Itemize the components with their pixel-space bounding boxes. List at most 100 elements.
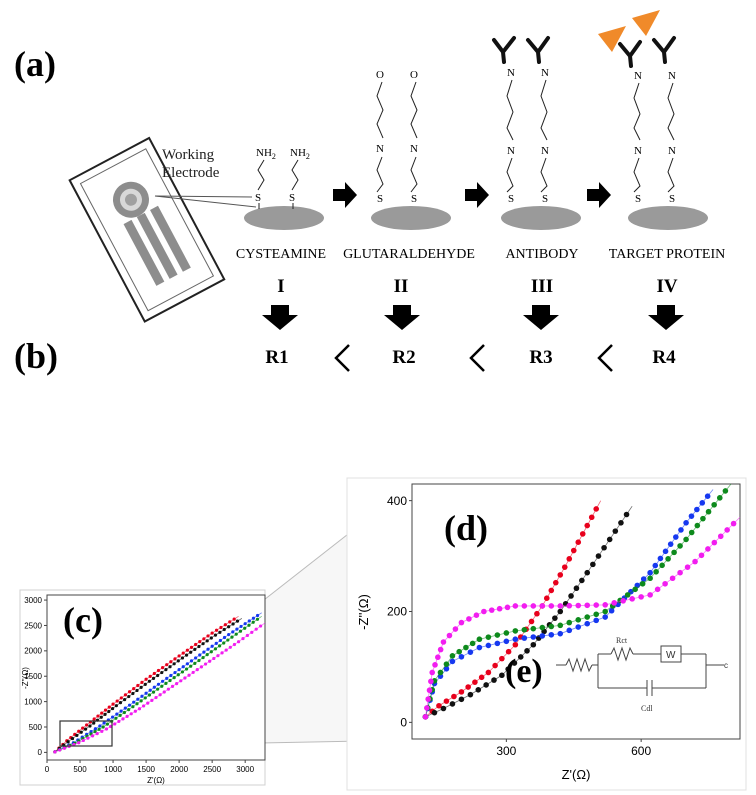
data-point xyxy=(694,506,700,513)
data-point xyxy=(89,729,93,734)
data-point xyxy=(584,569,591,576)
oxygen-label: O xyxy=(410,69,418,81)
data-point xyxy=(92,721,96,725)
data-point xyxy=(136,683,140,688)
data-point xyxy=(151,676,156,680)
data-point xyxy=(232,617,236,621)
data-point xyxy=(458,619,465,626)
data-point xyxy=(150,698,154,702)
data-point xyxy=(475,687,482,693)
data-point xyxy=(151,690,156,694)
data-point xyxy=(223,623,227,627)
chart-d-ylabel: -Z''(Ω) xyxy=(356,594,371,630)
data-point xyxy=(435,654,441,661)
data-point xyxy=(254,627,258,631)
data-point xyxy=(511,660,518,666)
data-point xyxy=(654,586,661,593)
data-point xyxy=(115,699,119,703)
data-point xyxy=(557,608,564,615)
data-point xyxy=(449,701,456,707)
data-point xyxy=(234,632,238,636)
sulfur-label: S xyxy=(542,193,548,205)
data-point xyxy=(185,662,189,666)
data-point xyxy=(584,614,591,620)
data-point xyxy=(206,634,210,638)
data-point xyxy=(228,620,232,624)
data-point xyxy=(144,691,148,695)
data-point xyxy=(161,666,165,670)
data-point xyxy=(81,726,85,730)
data-point xyxy=(209,650,213,654)
data-point xyxy=(133,709,137,713)
data-point xyxy=(534,610,540,617)
data-point xyxy=(561,564,568,570)
data-point xyxy=(657,555,664,562)
data-point xyxy=(694,522,701,529)
stage-name: TARGET PROTEIN xyxy=(609,247,725,262)
data-point xyxy=(129,712,133,716)
less-than-icon xyxy=(597,344,613,372)
data-point xyxy=(184,653,189,657)
less-than-icon xyxy=(469,344,485,372)
circuit-end-c: c xyxy=(724,661,728,670)
data-point xyxy=(472,679,478,685)
data-point xyxy=(70,736,75,741)
y-tick-label: 0 xyxy=(400,716,407,730)
data-point xyxy=(683,536,689,543)
data-point xyxy=(530,625,537,632)
data-point xyxy=(659,562,665,569)
data-point xyxy=(466,616,472,622)
data-point xyxy=(584,522,591,529)
data-point xyxy=(156,668,161,673)
data-point xyxy=(127,694,131,699)
chart-d-xlabel: Z'(Ω) xyxy=(562,767,591,782)
data-point xyxy=(647,592,653,598)
data-point xyxy=(517,654,524,660)
data-point xyxy=(478,674,485,681)
data-point xyxy=(83,727,88,731)
data-point xyxy=(247,623,251,627)
data-point xyxy=(428,678,434,685)
data-point xyxy=(425,696,431,702)
data-point xyxy=(611,600,617,606)
data-point xyxy=(575,617,582,623)
data-point xyxy=(552,615,558,621)
data-point xyxy=(528,618,535,625)
x-tick-label: 2000 xyxy=(170,765,188,774)
antibody-icon xyxy=(618,36,676,68)
data-point xyxy=(429,669,436,676)
data-point xyxy=(227,625,231,629)
data-point xyxy=(132,700,136,704)
data-point xyxy=(77,729,81,733)
x-tick-label: 3000 xyxy=(236,765,254,774)
nitrogen-label: N xyxy=(507,145,515,157)
data-point xyxy=(199,665,204,669)
resistor-icon xyxy=(565,657,593,673)
data-point xyxy=(98,724,102,728)
data-point xyxy=(608,607,615,614)
nh2-label: NH2 xyxy=(256,147,276,161)
data-point xyxy=(161,679,165,683)
data-point xyxy=(492,662,498,669)
data-point xyxy=(93,727,98,731)
data-point xyxy=(227,633,231,637)
data-point xyxy=(147,693,151,697)
data-point xyxy=(197,644,201,649)
data-point xyxy=(205,639,209,643)
data-point xyxy=(146,701,150,705)
data-point xyxy=(440,705,447,712)
data-point xyxy=(557,630,564,637)
data-point xyxy=(143,696,147,700)
rct-resistor-icon xyxy=(610,646,634,662)
data-point xyxy=(632,586,638,593)
data-point xyxy=(432,662,438,668)
data-point xyxy=(251,620,255,624)
data-point xyxy=(194,642,198,647)
data-point xyxy=(499,655,505,662)
data-point xyxy=(205,653,209,657)
data-point xyxy=(458,689,465,695)
data-point xyxy=(217,644,222,648)
data-point xyxy=(140,680,144,684)
data-point xyxy=(170,684,175,688)
